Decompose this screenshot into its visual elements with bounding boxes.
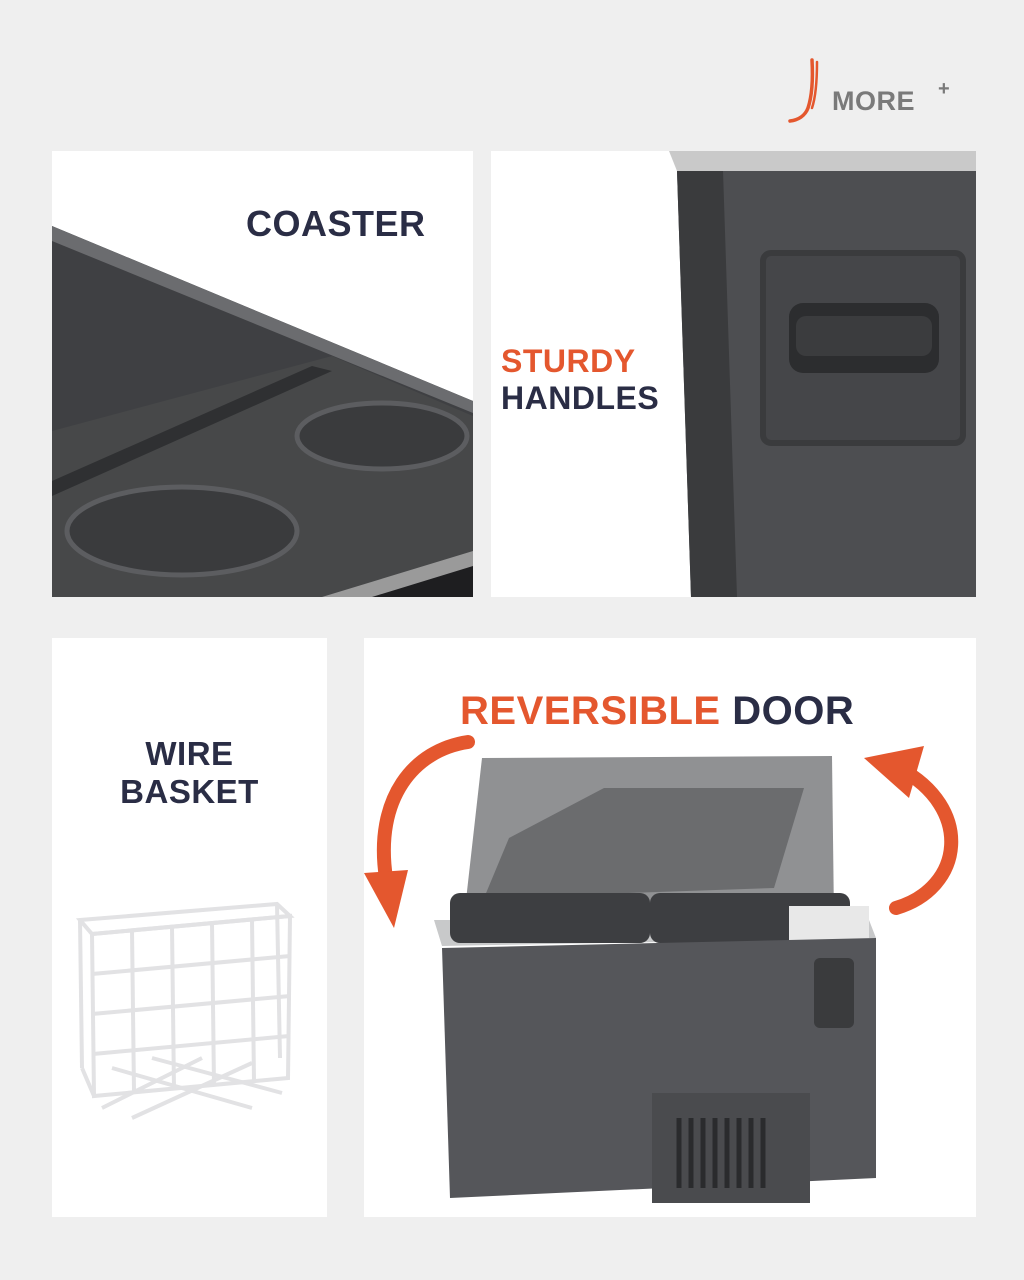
brand-logo: MORE +: [786, 56, 966, 126]
basket-label-line1: WIRE: [145, 735, 234, 772]
basket-label-line2: BASKET: [120, 772, 259, 810]
basket-label: WIRE BASKET: [52, 735, 327, 811]
handles-label-line2: HANDLES: [501, 379, 660, 416]
handles-label-line1: STURDY: [501, 343, 636, 379]
arrow-left-icon: [376, 735, 475, 885]
door-label-word2: DOOR: [732, 689, 855, 733]
coaster-lid-image: [52, 226, 473, 597]
door-label: REVERSIBLE DOOR: [460, 688, 854, 734]
handles-panel: STURDY HANDLES: [491, 151, 976, 597]
coaster-label: COASTER: [246, 203, 426, 244]
handle-image: [669, 151, 976, 597]
door-label-word1: REVERSIBLE: [460, 689, 721, 733]
brand-mark-icon: [788, 58, 819, 123]
coaster-panel: COASTER: [52, 151, 473, 597]
basket-panel: WIRE BASKET: [52, 638, 327, 1217]
door-panel: REVERSIBLE DOOR: [364, 638, 976, 1217]
arrow-right-icon: [889, 761, 959, 915]
fridge-image: [364, 735, 959, 1203]
wire-basket-image: [75, 901, 295, 1120]
brand-text: MORE: [832, 86, 915, 116]
brand-plus: +: [938, 78, 950, 100]
handles-label: STURDY HANDLES: [501, 343, 659, 417]
